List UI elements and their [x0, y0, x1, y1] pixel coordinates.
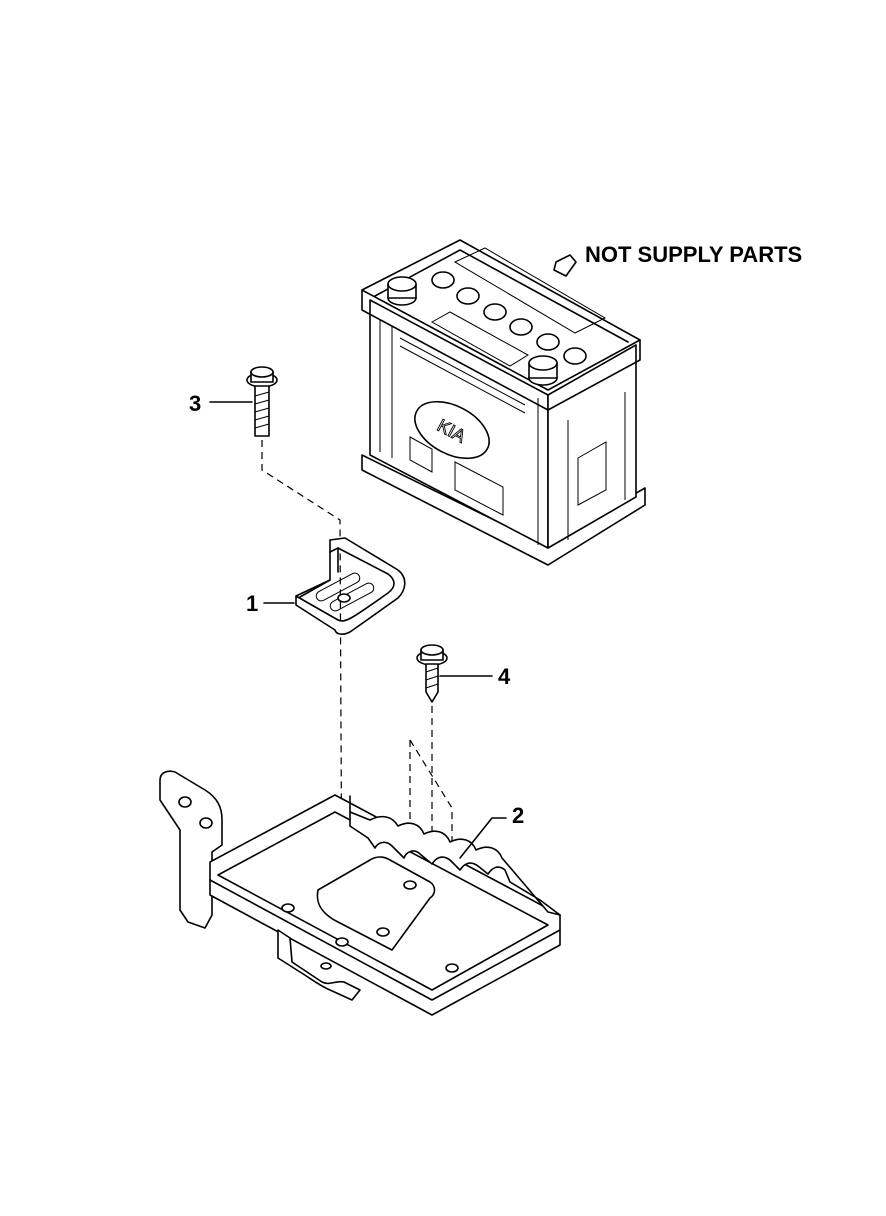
- clamp-bolt-illustration: [246, 366, 278, 437]
- battery-clamp-illustration: [295, 537, 406, 635]
- positive-terminal: [387, 276, 417, 306]
- negative-terminal: [528, 355, 558, 386]
- callout-2: 2: [512, 803, 525, 828]
- battery-tray-illustration: [159, 770, 561, 1016]
- not-supply-marker-icon: [553, 254, 577, 277]
- not-supply-parts-note: NOT SUPPLY PARTS: [585, 242, 803, 267]
- kia-logo: KIA: [414, 400, 490, 460]
- callout-1: 1: [246, 591, 259, 616]
- battery-illustration: KIA: [361, 239, 646, 566]
- callout-4: 4: [498, 664, 511, 689]
- callout-3: 3: [189, 391, 202, 416]
- tray-bolt-illustration: [416, 644, 448, 703]
- vent-caps: [431, 271, 587, 365]
- leader-2: [459, 817, 507, 859]
- alignment-line-3: [261, 440, 343, 941]
